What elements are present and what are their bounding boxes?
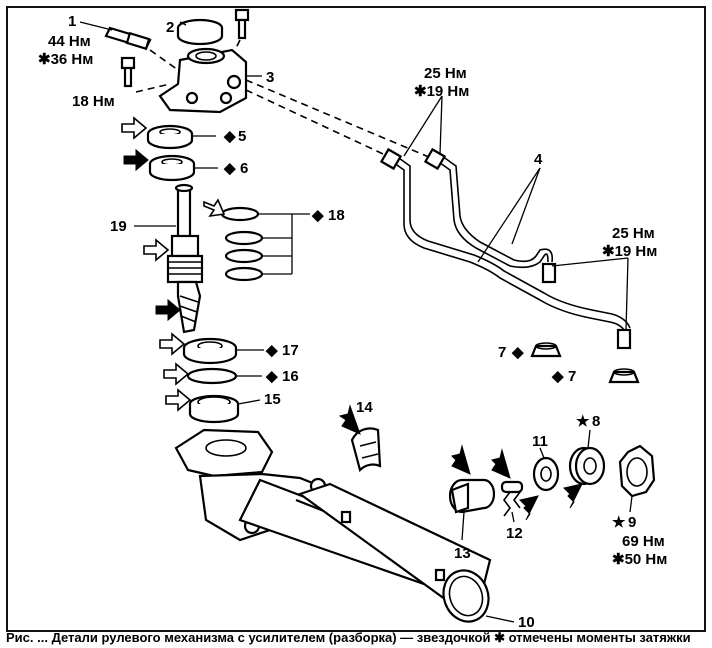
diamond-16: ◆ xyxy=(265,368,278,385)
part-10-rack-housing xyxy=(174,428,515,623)
part-11-washer xyxy=(532,447,560,492)
part-14-seat xyxy=(350,427,382,473)
torque-1-a: 44 Нм xyxy=(48,33,91,50)
torque-3-b: ✱19 Нм xyxy=(414,83,469,100)
arrow-markers xyxy=(121,116,583,521)
diamond-7a: ◆ xyxy=(511,344,524,361)
label-11: 11 xyxy=(532,433,548,450)
torque-4-b: ✱19 Нм xyxy=(602,243,657,260)
part-4-tubes xyxy=(379,147,632,350)
star-8: ★ xyxy=(576,413,590,430)
torque-4-a: 25 Нм xyxy=(612,225,655,242)
label-19: 19 xyxy=(110,218,127,235)
bolt-18nm xyxy=(120,56,136,88)
part-8-screw xyxy=(568,429,606,486)
part-7-nuts xyxy=(530,342,640,384)
figure-caption: Рис. ... Детали рулевого механизма с уси… xyxy=(6,630,691,645)
torque-2: 18 Нм xyxy=(72,93,115,110)
bolt-top xyxy=(234,8,250,40)
torque-5-a: 69 Нм xyxy=(622,533,665,550)
part-2-cap xyxy=(176,18,224,46)
torque-5-b: ✱50 Нм xyxy=(612,551,667,568)
label-17: 17 xyxy=(282,342,299,359)
label-6: 6 xyxy=(240,160,248,177)
diamond-17: ◆ xyxy=(265,342,278,359)
part-3-valve-housing xyxy=(158,47,262,114)
label-5: 5 xyxy=(238,128,246,145)
part-19-pinion xyxy=(134,183,204,334)
label-10: 10 xyxy=(518,614,535,631)
label-7b: 7 xyxy=(568,368,576,385)
label-7a: 7 xyxy=(498,344,506,361)
part-5-bearing xyxy=(146,124,216,150)
part-15-plug xyxy=(188,394,261,424)
part-9-locknut xyxy=(618,444,656,513)
diamond-7b: ◆ xyxy=(551,368,564,385)
label-18: 18 xyxy=(328,207,345,224)
label-1: 1 xyxy=(68,13,76,30)
diamond-18: ◆ xyxy=(311,207,324,224)
part-1-union xyxy=(79,21,152,51)
label-16: 16 xyxy=(282,368,299,385)
part-18-rings xyxy=(220,206,310,282)
label-12: 12 xyxy=(506,525,523,542)
part-13-rack-guide xyxy=(448,478,496,541)
label-2: 2 xyxy=(166,19,174,36)
label-9: 9 xyxy=(628,514,636,531)
part-16-oring xyxy=(186,367,262,385)
torque-1-b: ✱36 Нм xyxy=(38,51,93,68)
label-3: 3 xyxy=(266,69,274,86)
part-12-spring xyxy=(500,480,524,523)
diamond-6: ◆ xyxy=(223,160,236,177)
part-17-bearing xyxy=(182,337,264,365)
label-4: 4 xyxy=(534,151,543,168)
diamond-5: ◆ xyxy=(223,128,236,145)
label-14: 14 xyxy=(356,399,373,416)
part-6-seal xyxy=(148,154,218,182)
label-8: 8 xyxy=(592,413,600,430)
label-15: 15 xyxy=(264,391,281,408)
star-9: ★ xyxy=(612,514,626,531)
diagram-frame xyxy=(6,6,706,632)
torque-3-a: 25 Нм xyxy=(424,65,467,82)
label-13: 13 xyxy=(454,545,471,562)
